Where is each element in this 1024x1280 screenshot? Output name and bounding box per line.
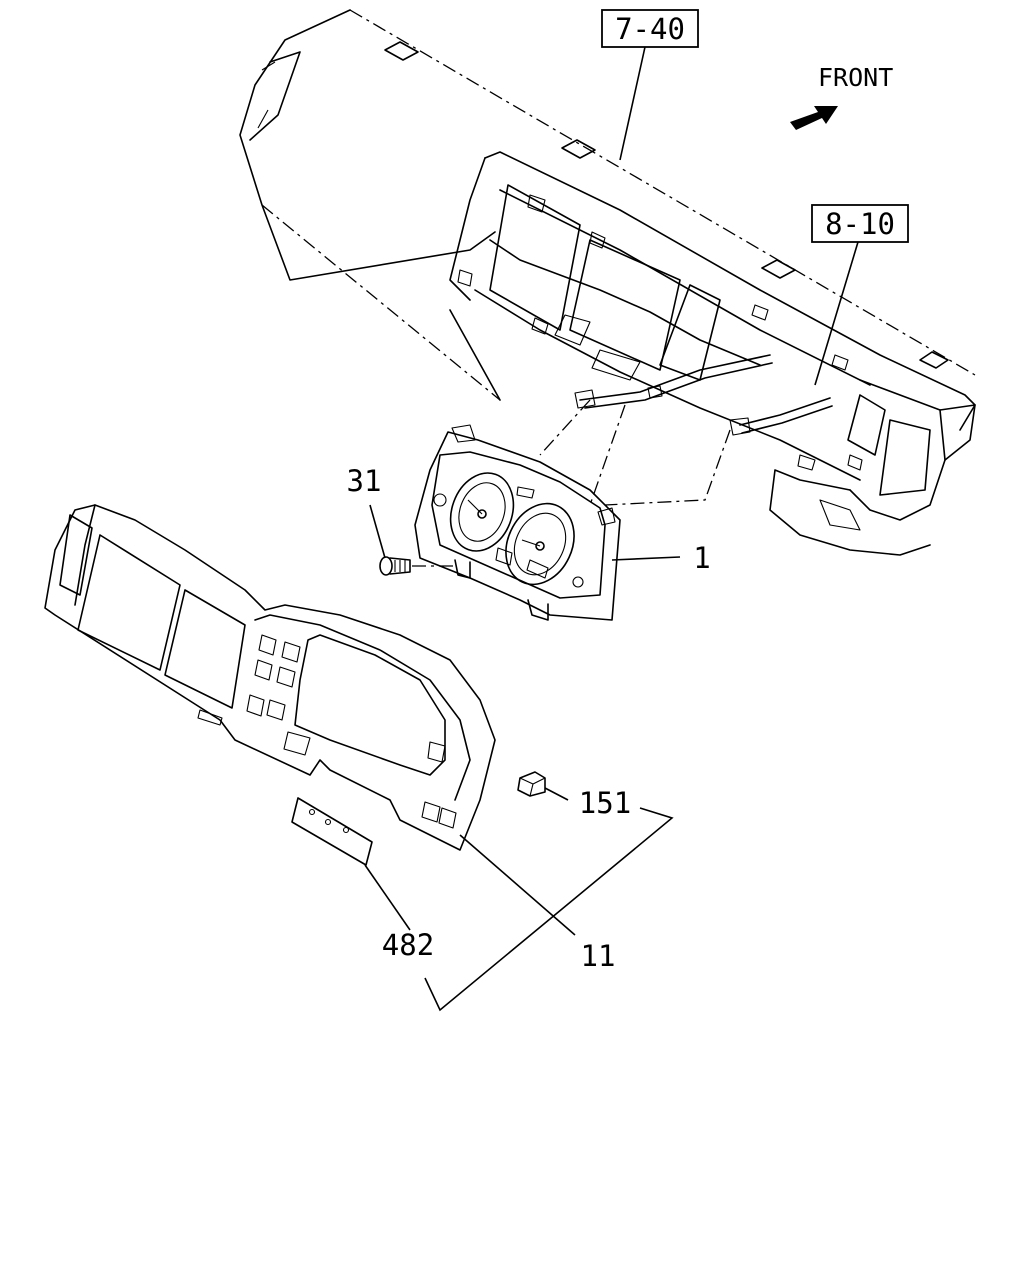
- bezel-gauge-window: [294, 634, 446, 776]
- callout-ref-7-40[interactable]: 7-40: [601, 9, 699, 161]
- callout-part-482[interactable]: 482: [364, 864, 434, 962]
- front-arrow-icon: [790, 106, 838, 130]
- connector-1: [574, 389, 596, 409]
- dashboard-upper-panel: [239, 9, 976, 556]
- vent-4: [919, 351, 949, 369]
- front-direction-indicator: FRONT: [790, 63, 893, 130]
- callout-ref-8-10[interactable]: 8-10: [811, 204, 909, 386]
- group-bracket: [424, 807, 674, 1012]
- callout-label-151: 151: [579, 786, 631, 820]
- callout-part-1[interactable]: 1: [611, 541, 711, 575]
- bracket-part-482: [291, 797, 373, 866]
- callout-label-8-10: 8-10: [825, 207, 895, 241]
- connector-2: [729, 417, 751, 436]
- callout-part-31[interactable]: 31: [347, 464, 386, 559]
- callout-part-151[interactable]: 151: [579, 786, 631, 820]
- callout-label-1: 1: [693, 541, 710, 575]
- callout-label-31: 31: [347, 464, 382, 498]
- callout-part-11[interactable]: 11: [459, 834, 616, 973]
- screw-part-31: [379, 556, 458, 576]
- vent-2: [561, 139, 596, 159]
- instrument-cluster: [414, 424, 621, 621]
- recess-center: [569, 239, 681, 371]
- vent-3: [761, 259, 796, 279]
- cluster-bezel: [44, 504, 496, 851]
- vent-1: [384, 41, 419, 61]
- recess-left: [489, 184, 581, 331]
- clip-part-151: [517, 771, 569, 801]
- callout-label-482: 482: [382, 928, 434, 962]
- callout-label-7-40: 7-40: [615, 12, 685, 46]
- front-label: FRONT: [818, 63, 893, 92]
- callout-label-11: 11: [581, 939, 616, 973]
